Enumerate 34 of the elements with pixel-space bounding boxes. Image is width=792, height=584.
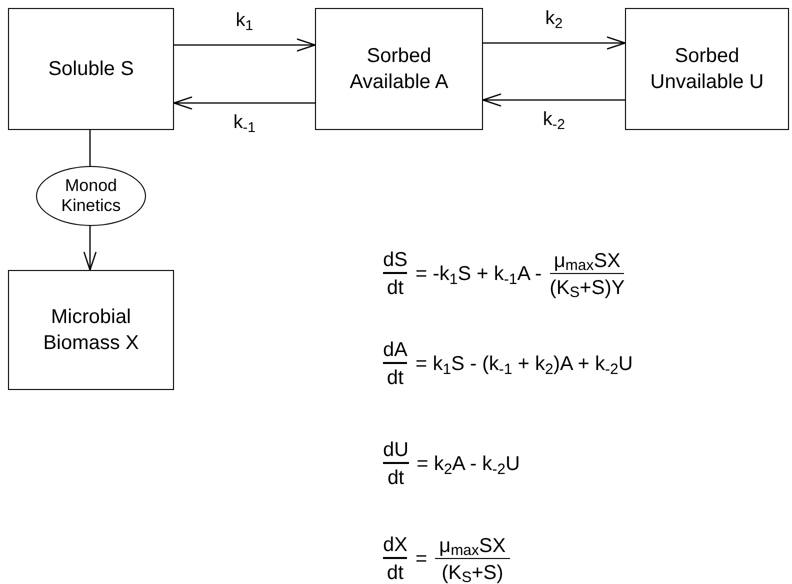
compartment-box	[8, 270, 174, 390]
arrow	[83, 226, 97, 271]
arrow	[174, 38, 316, 52]
fraction-numerator: μ$_{max}$SX	[550, 250, 624, 274]
fraction-denominator: (K$_{S}$+S)	[442, 560, 504, 582]
equation-term: = k$_{2}$A - k$_{-2}$U	[416, 454, 520, 474]
arrow	[483, 36, 626, 50]
node-label: Monod Kinetics	[60, 176, 122, 216]
derivative-denominator: dt	[386, 276, 404, 298]
node-label: Sorbed Unvailable U	[649, 44, 765, 95]
derivative-numerator: dU	[383, 440, 409, 464]
fraction-numerator: μ$_{max}$SX	[435, 536, 510, 558]
edge-label: k$_{1}$	[236, 10, 254, 31]
node-label: Sorbed Available A	[348, 44, 450, 95]
arrow	[482, 93, 625, 107]
derivative-denominator: dt	[386, 561, 404, 583]
derivative-denominator: dt	[386, 366, 404, 388]
compartment-box	[315, 8, 483, 130]
derivative-denominator: dt	[387, 466, 404, 488]
equation-term: = -k$_{1}$S + k$_{-1}$A -	[415, 264, 542, 284]
derivative-numerator: dX	[383, 535, 408, 559]
arrow	[173, 96, 315, 110]
derivative-numerator: dA	[383, 340, 408, 364]
compartment-box	[625, 8, 789, 130]
fraction-denominator: (K$_{S}$+S)Y	[550, 276, 625, 298]
node-label: Microbial Biomass X	[42, 305, 140, 356]
edge-label: k$_{-2}$	[542, 109, 566, 130]
node-label: Soluble S	[47, 57, 135, 82]
compartment-box	[8, 8, 174, 130]
derivative-numerator: dS	[383, 250, 408, 274]
edge-label: k$_{2}$	[545, 8, 563, 29]
equation-term: = k$_{1}$S - (k$_{-1}$ + k$_{2}$)A + k$_{-2}$U	[415, 354, 633, 374]
equation-term: =	[415, 549, 428, 569]
edge-label: k$_{-1}$	[233, 112, 256, 133]
